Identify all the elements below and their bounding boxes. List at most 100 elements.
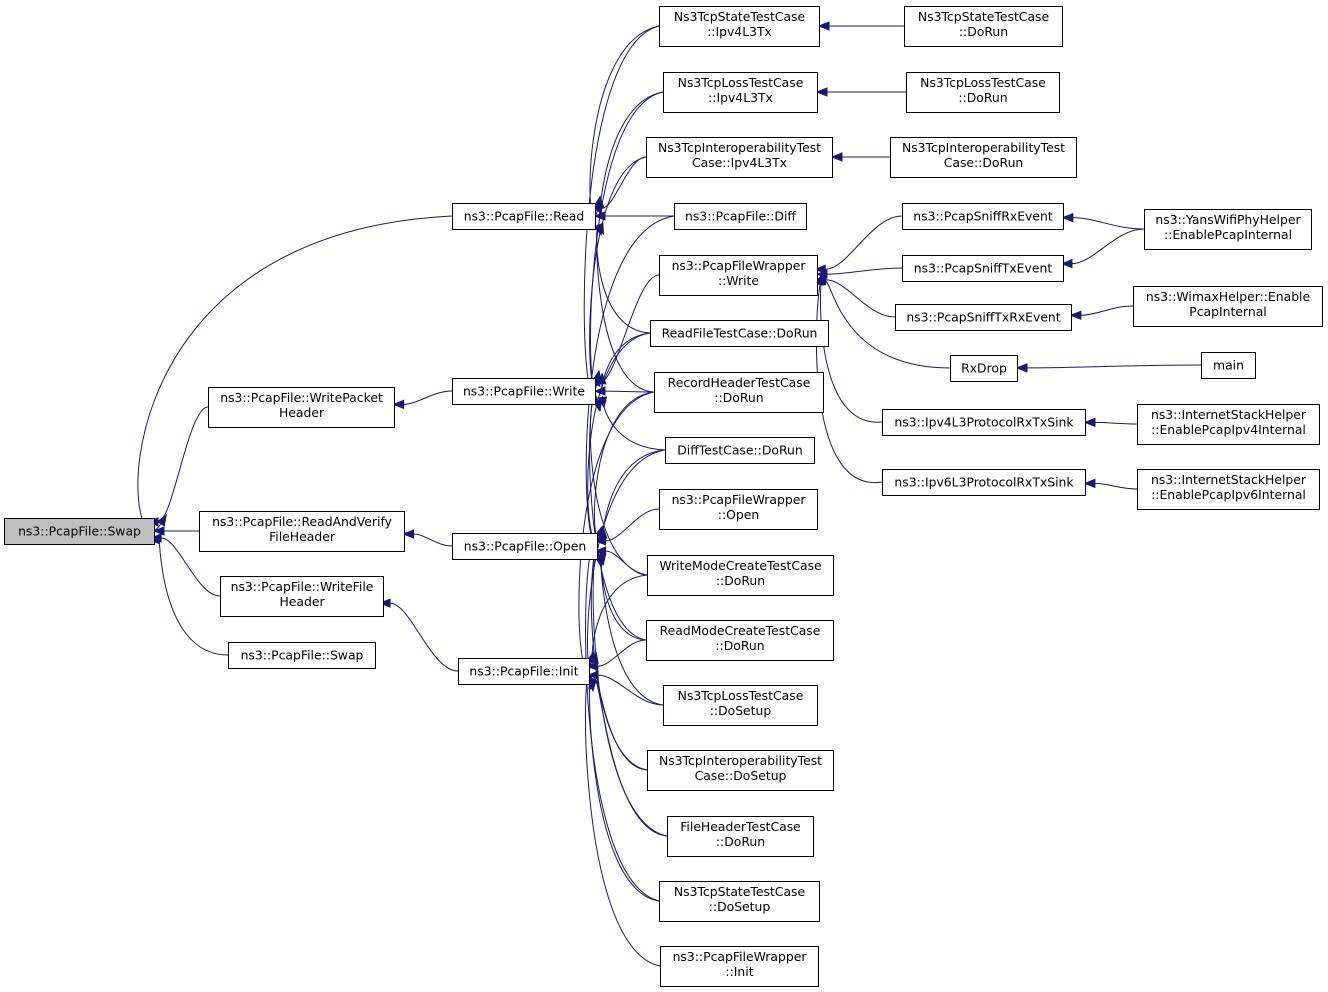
edge-wrapper_init-to-init	[584, 672, 661, 967]
node-sniff-rx[interactable]: ns3::PcapSniffRxEvent	[902, 203, 1064, 230]
edge-ipv6_sink-to-wrapper_write	[815, 273, 883, 483]
node-ipv6-sink[interactable]: ns3::Ipv6L3ProtocolRxTxSink	[882, 469, 1086, 496]
node-label: ::Ipv4L3Tx	[707, 24, 772, 39]
node-tcploss-ipv4[interactable]: Ns3TcpLossTestCase::Ipv4L3Tx	[663, 72, 818, 113]
node-recordheader-dorun[interactable]: RecordHeaderTestCase::DoRun	[654, 372, 824, 413]
node-label: ns3::Ipv4L3ProtocolRxTxSink	[894, 415, 1074, 430]
node-label: FileHeader	[269, 529, 336, 544]
node-box	[882, 469, 1086, 496]
node-box	[882, 409, 1086, 436]
arrowhead-icon	[830, 152, 843, 162]
node-open[interactable]: ns3::PcapFile::Open	[452, 533, 598, 560]
node-tcpstate-dosetup[interactable]: Ns3TcpStateTestCase::DoSetup	[659, 881, 820, 922]
node-sniff-tx[interactable]: ns3::PcapSniffTxEvent	[902, 255, 1064, 282]
arrowhead-icon	[1015, 363, 1028, 373]
node-wrapper-open[interactable]: ns3::PcapFileWrapper::Open	[659, 489, 818, 530]
node-tcploss-dorun[interactable]: Ns3TcpLossTestCase::DoRun	[906, 72, 1060, 113]
node-stack-ipv6[interactable]: ns3::InternetStackHelper::EnablePcapIpv6…	[1137, 469, 1320, 510]
node-diff[interactable]: ns3::PcapFile::Diff	[674, 203, 807, 230]
arrowhead-icon	[1083, 478, 1096, 489]
node-label: ns3::YansWifiPhyHelper	[1155, 212, 1301, 227]
node-tcploss-dosetup[interactable]: Ns3TcpLossTestCase::DoSetup	[663, 685, 818, 726]
node-label: ns3::PcapFile::ReadAndVerify	[212, 514, 392, 529]
node-label: ::DoRun	[716, 573, 765, 588]
edge-line	[605, 550, 648, 576]
node-label: ns3::PcapFile::WritePacket	[220, 390, 383, 405]
edge-line	[601, 332, 651, 388]
node-label: Ns3TcpLossTestCase	[678, 75, 804, 90]
arrowhead-icon	[156, 514, 167, 527]
node-label: ::DoRun	[714, 390, 763, 405]
edge-tcpinterop_dorun-to-tcpinterop_ipv4	[830, 152, 890, 162]
edge-stack_ipv6-to-ipv6_sink	[1083, 478, 1138, 490]
node-box	[659, 489, 818, 530]
node-label: DiffTestCase::DoRun	[677, 443, 802, 458]
edge-read_and_verify-to-swap_root	[152, 526, 199, 536]
node-label: ::DoRun	[715, 638, 764, 653]
node-label: ns3::InternetStackHelper	[1151, 472, 1307, 487]
node-tcpstate-dorun[interactable]: Ns3TcpStateTestCase::DoRun	[904, 6, 1063, 47]
node-label: ns3::PcapFile::Swap	[18, 524, 141, 539]
edge-line	[605, 508, 660, 542]
node-box	[950, 355, 1018, 382]
node-box	[902, 255, 1064, 282]
node-stack-ipv4[interactable]: ns3::InternetStackHelper::EnablePcapIpv4…	[1137, 404, 1320, 445]
node-label: ns3::PcapSniffRxEvent	[913, 209, 1053, 224]
edge-main-to-rxdrop	[1015, 363, 1202, 373]
edge-line	[1026, 364, 1202, 369]
edge-line	[157, 406, 209, 523]
node-difftest-dorun[interactable]: DiffTestCase::DoRun	[665, 437, 815, 464]
node-label: PcapInternal	[1189, 304, 1267, 319]
node-fileheader-dorun[interactable]: FileHeaderTestCase::DoRun	[667, 816, 814, 857]
edge-wrapper_open-to-open	[594, 508, 660, 546]
node-swap-root[interactable]: ns3::PcapFile::Swap	[4, 518, 155, 545]
edge-open-to-read_and_verify	[402, 529, 453, 547]
edge-line	[598, 674, 664, 706]
node-readfile-dorun[interactable]: ReadFileTestCase::DoRun	[650, 320, 829, 347]
node-tcpstate-ipv4[interactable]: Ns3TcpStateTestCase::Ipv4L3Tx	[659, 6, 820, 47]
node-rxdrop[interactable]: RxDrop	[950, 355, 1018, 382]
call-edges	[137, 21, 1202, 967]
node-box	[220, 576, 384, 617]
edge-recordheader_dorun-to-open	[594, 391, 655, 541]
node-label: Ns3TcpInteroperabilityTest	[902, 140, 1065, 155]
node-writemode-dorun[interactable]: WriteModeCreateTestCase::DoRun	[647, 555, 834, 596]
node-label: ::DoRun	[716, 834, 765, 849]
edge-write-to-write_packet_header	[392, 390, 453, 410]
edge-difftest_dorun-to-open	[598, 449, 666, 541]
node-wrapper-init[interactable]: ns3::PcapFileWrapper::Init	[660, 946, 819, 987]
node-main[interactable]: main	[1201, 352, 1256, 379]
edge-line	[584, 672, 661, 967]
edge-readmode_dorun-to-open	[596, 553, 647, 641]
node-wrapper-write[interactable]: ns3::PcapFileWrapper::Write	[659, 255, 818, 296]
node-write[interactable]: ns3::PcapFile::Write	[452, 378, 596, 405]
node-init[interactable]: ns3::PcapFile::Init	[458, 658, 590, 685]
node-ipv4-sink[interactable]: ns3::Ipv4L3ProtocolRxTxSink	[882, 409, 1086, 436]
node-label: Ns3TcpStateTestCase	[918, 9, 1049, 24]
edge-line	[589, 676, 660, 902]
node-read[interactable]: ns3::PcapFile::Read	[452, 203, 596, 230]
edge-line	[600, 553, 647, 641]
node-sniff-txrx[interactable]: ns3::PcapSniffTxRxEvent	[895, 304, 1072, 331]
arrowhead-icon	[815, 87, 828, 97]
node-box	[667, 816, 814, 857]
node-wimax-enable[interactable]: ns3::WimaxHelper::EnablePcapInternal	[1133, 286, 1323, 327]
node-label: ns3::PcapFile::Write	[463, 384, 585, 399]
edge-tcpstate_dorun-to-tcpstate_ipv4	[817, 21, 904, 31]
node-box	[659, 881, 820, 922]
node-readmode-dorun[interactable]: ReadModeCreateTestCase::DoRun	[646, 620, 834, 661]
node-yans-enable[interactable]: ns3::YansWifiPhyHelper::EnablePcapIntern…	[1144, 209, 1312, 250]
node-box	[665, 437, 815, 464]
node-swap2[interactable]: ns3::PcapFile::Swap	[228, 642, 376, 669]
node-box	[647, 555, 834, 596]
edge-write_packet_header-to-swap_root	[146, 406, 209, 527]
node-label: Ns3TcpStateTestCase	[674, 9, 805, 24]
edge-line	[597, 639, 647, 667]
